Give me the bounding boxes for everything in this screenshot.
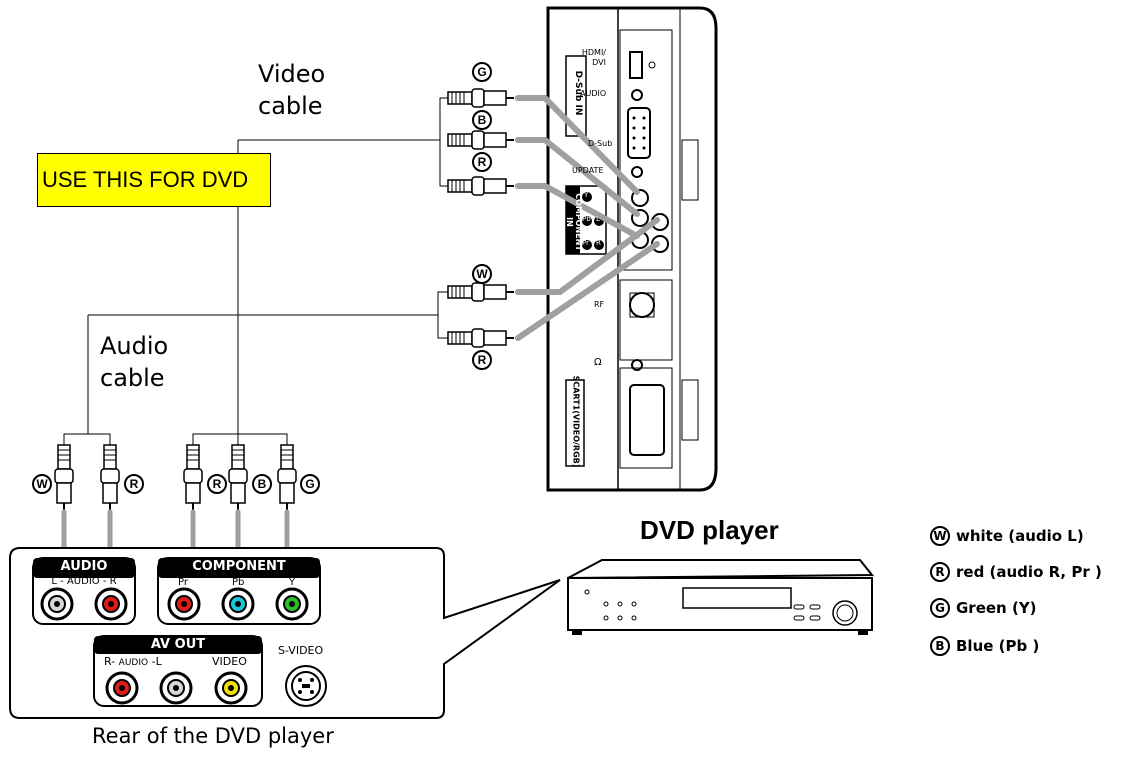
legend-badge-g: G xyxy=(930,598,950,618)
tv-label-dsub-in: D-Sub IN xyxy=(573,70,583,116)
legend-text-blue: Blue (Pb ) xyxy=(956,637,1040,655)
legend-item-white: W white (audio L) xyxy=(930,526,1084,546)
use-this-highlight: USE THIS FOR DVD xyxy=(37,153,271,207)
legend-badge-w: W xyxy=(930,526,950,546)
dvd-player-title: DVD player xyxy=(640,515,779,545)
rear-av-audio: R- AUDIO -L xyxy=(104,655,162,668)
badge-g-bottom: G xyxy=(300,474,320,494)
rear-comp-y: Y xyxy=(289,577,296,588)
audio-cable-label: Audio cable xyxy=(100,332,169,392)
video-cable-label: Video cable xyxy=(258,60,326,120)
tv-comp-pb: Pb xyxy=(582,215,591,223)
tv-label-update: UPDATE xyxy=(572,166,604,175)
tv-label-scart: SCART1(VIDEO/RGB) xyxy=(571,375,581,468)
rear-audio-header: AUDIO xyxy=(60,559,108,574)
rear-caption: Rear of the DVD player xyxy=(92,724,334,748)
headphone-icon: Ω xyxy=(594,357,602,368)
tv-comp-r: R xyxy=(596,239,601,247)
badge-r-bottom: R xyxy=(207,474,227,494)
tv-comp-l: L xyxy=(596,215,600,223)
rear-avout-header: AV OUT xyxy=(150,637,206,652)
badge-g-top: G xyxy=(472,62,492,82)
tv-label-rf: RF xyxy=(594,300,605,309)
badge-b-top: B xyxy=(472,110,492,130)
legend-text-white: white (audio L) xyxy=(956,527,1084,545)
tv-label-audio: AUDIO xyxy=(580,89,607,98)
badge-b-bottom: B xyxy=(252,474,272,494)
rear-audio-sub: L - AUDIO - R xyxy=(51,576,117,587)
bottom-plugs xyxy=(54,430,297,512)
legend-badge-r: R xyxy=(930,562,950,582)
legend-badge-b: B xyxy=(930,636,950,656)
badge-w-bottom: W xyxy=(32,474,52,494)
tv-label-hdmi: HDMI/ DVI xyxy=(581,48,606,67)
legend-item-blue: B Blue (Pb ) xyxy=(930,636,1039,656)
tv-comp-y: Y xyxy=(584,191,589,199)
tv-label-component-in: COMPONENT IN xyxy=(565,193,583,251)
badge-r-audio-top: R xyxy=(472,350,492,370)
badge-r-top: R xyxy=(472,152,492,172)
tv-connection-arrows xyxy=(515,95,660,341)
rear-comp-pb: Pb xyxy=(232,577,245,588)
rear-panel xyxy=(9,547,561,719)
rear-component-header: COMPONENT xyxy=(192,559,286,574)
rear-svideo: S-VIDEO xyxy=(278,644,324,657)
legend-text-red: red (audio R, Pr ) xyxy=(956,563,1102,581)
legend-item-red: R red (audio R, Pr ) xyxy=(930,562,1102,582)
rear-comp-pr: Pr xyxy=(178,577,188,588)
badge-w-top: W xyxy=(472,264,492,284)
audio-cable xyxy=(87,282,515,430)
legend-item-green: G Green (Y) xyxy=(930,598,1037,618)
rear-jacks xyxy=(40,587,327,707)
tv-comp-pr: Pr xyxy=(582,239,589,247)
badge-r-audio-bottom: R xyxy=(124,474,144,494)
dvd-player xyxy=(567,559,875,635)
rear-av-video: VIDEO xyxy=(212,655,247,668)
legend-text-green: Green (Y) xyxy=(956,599,1037,617)
video-cable xyxy=(237,88,515,430)
tv-label-dsub: D-Sub xyxy=(588,139,613,148)
